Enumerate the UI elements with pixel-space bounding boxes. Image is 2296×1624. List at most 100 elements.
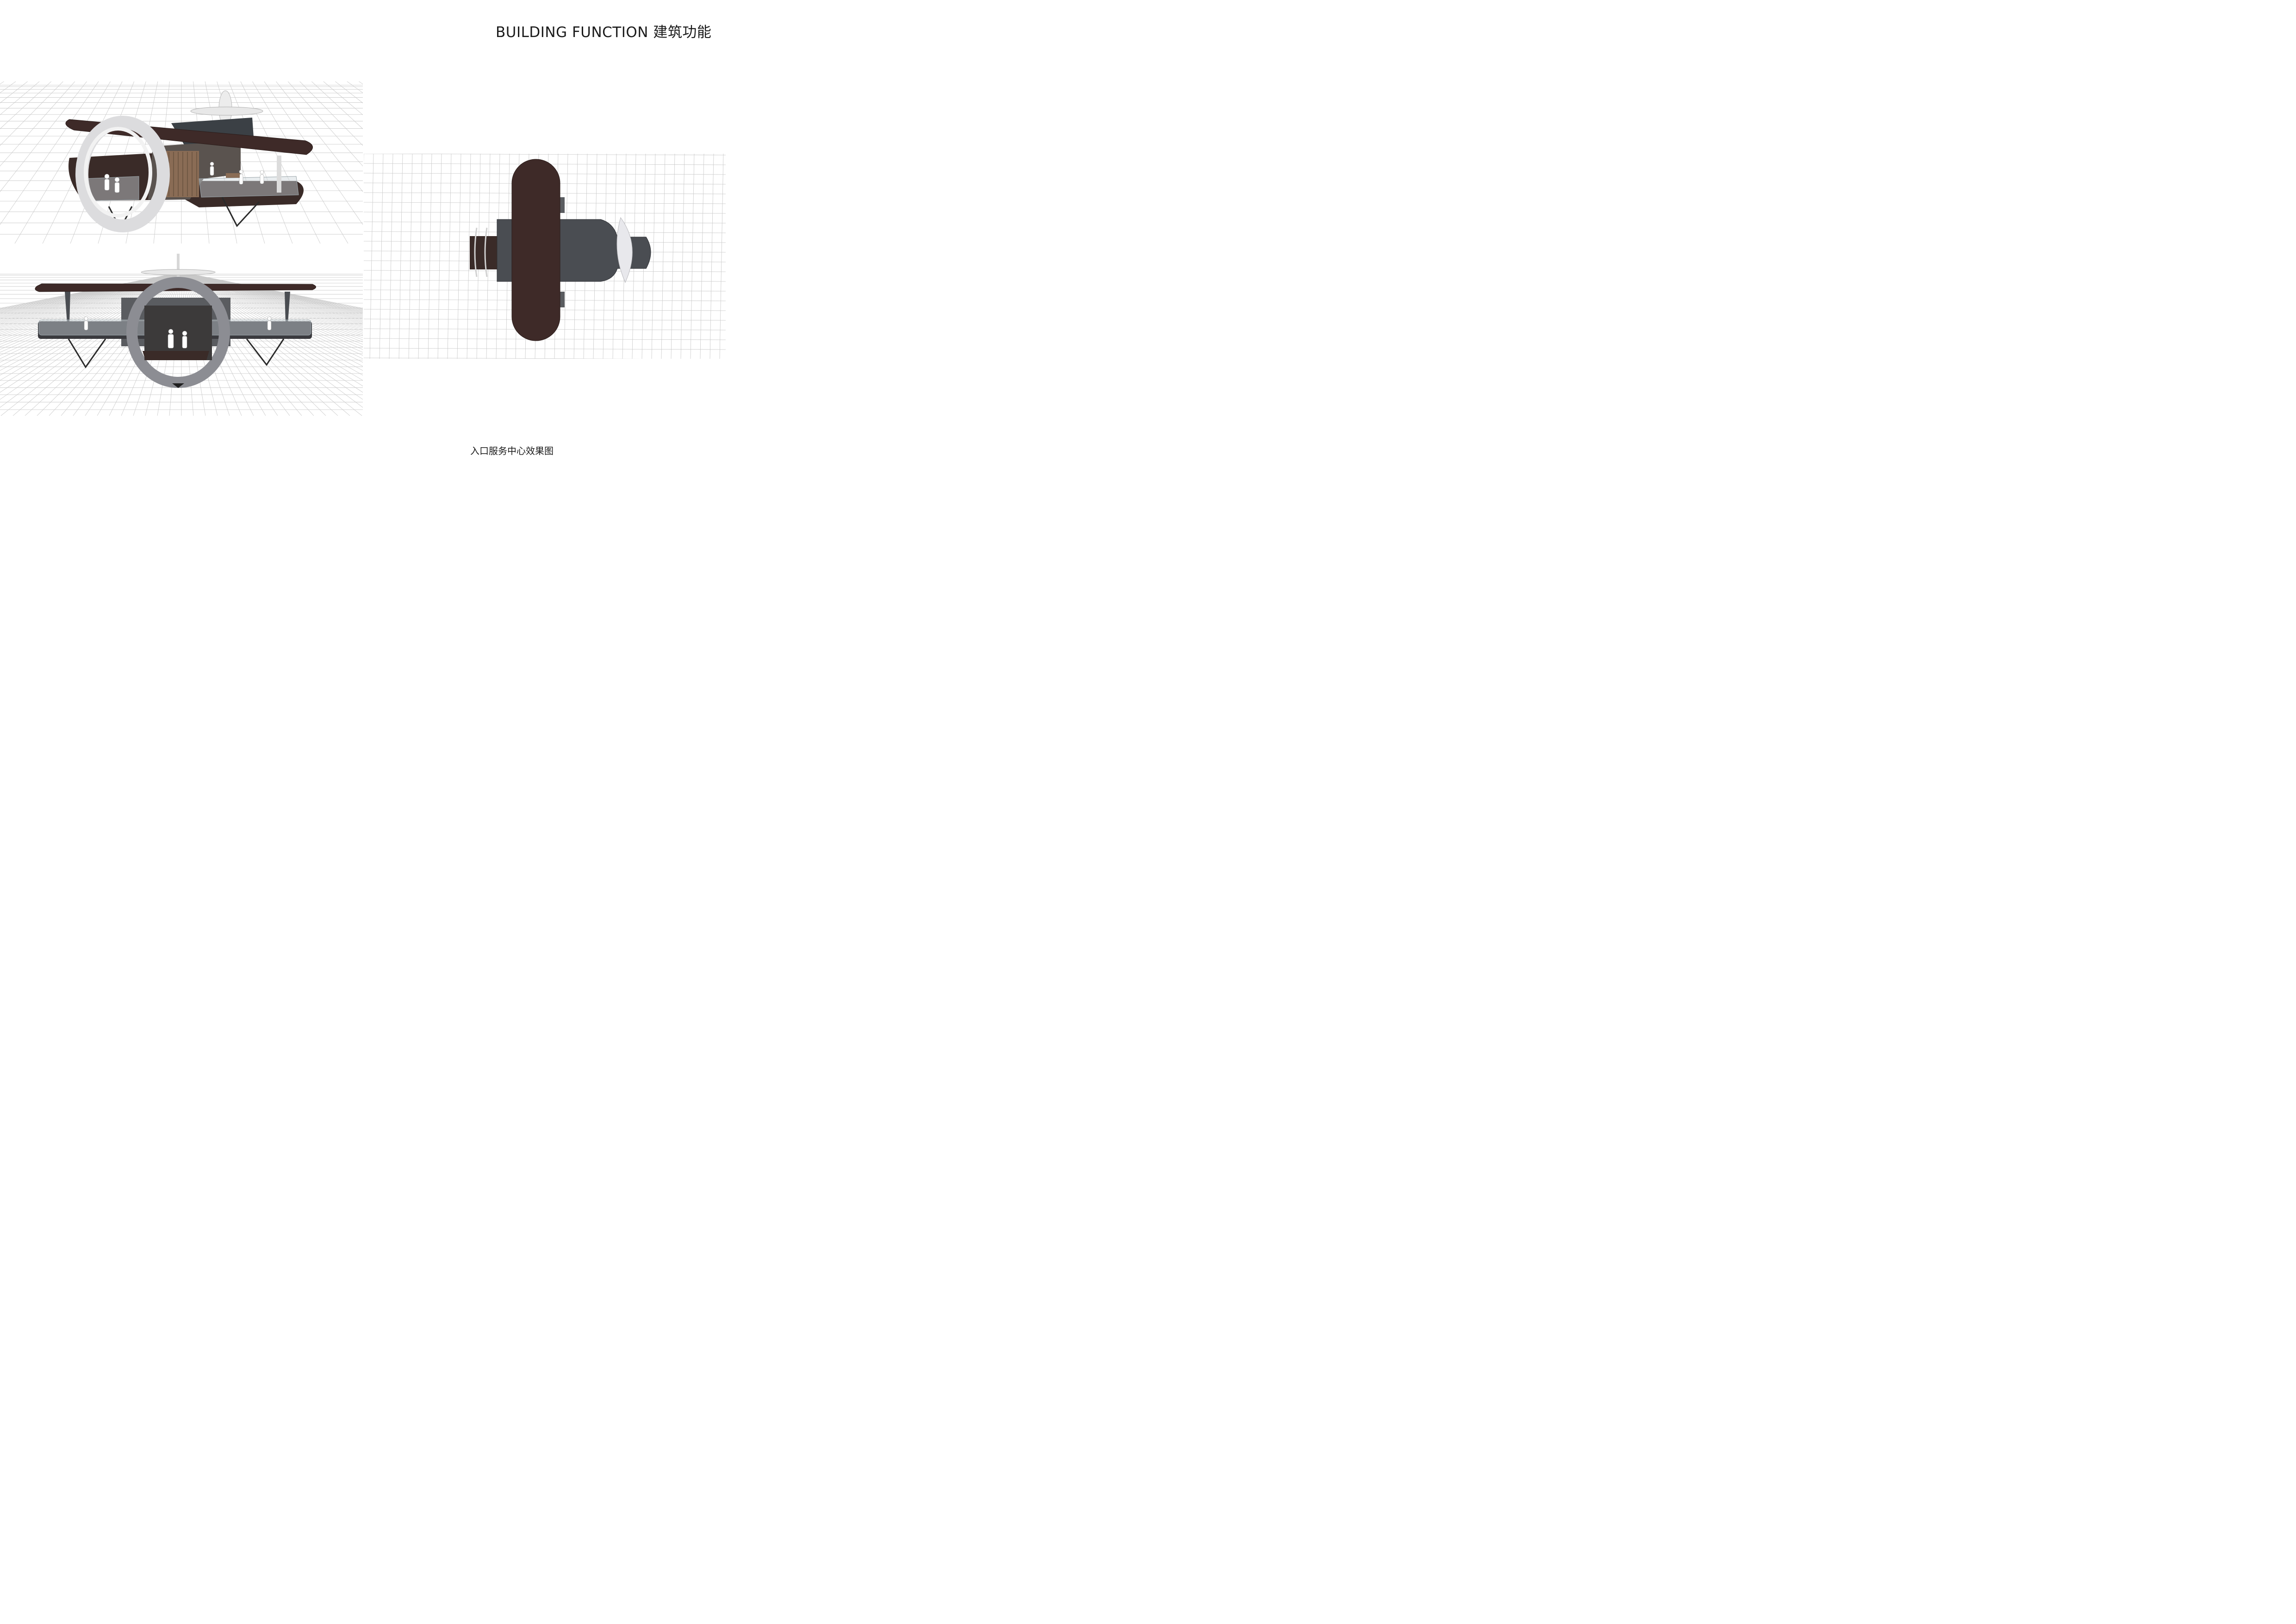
grid-line xyxy=(181,272,363,321)
grid-line xyxy=(0,272,182,325)
front-ring-outer xyxy=(75,116,170,232)
grid-line xyxy=(0,272,182,363)
grid-line xyxy=(364,357,653,359)
grid-line xyxy=(0,81,40,115)
grid-line xyxy=(447,154,452,359)
grid-line xyxy=(181,272,363,316)
page-title: BUILDING FUNCTION 建筑功能 xyxy=(496,24,712,41)
grid-line xyxy=(0,272,182,340)
grid-line xyxy=(335,81,363,104)
grid-line xyxy=(0,272,182,350)
grid-line xyxy=(437,154,442,359)
cafe-tables xyxy=(226,173,240,178)
front-elevation-rendering xyxy=(0,254,363,416)
grid-line xyxy=(0,272,182,331)
grid-line xyxy=(379,154,384,359)
grid-line xyxy=(0,272,182,330)
grid-line xyxy=(252,81,348,244)
grid-line xyxy=(457,154,461,359)
grid-line xyxy=(0,81,63,146)
grid-line xyxy=(398,154,403,359)
people-figures xyxy=(84,316,272,349)
grid-line xyxy=(0,272,182,333)
grid-line xyxy=(181,272,363,367)
grid-line xyxy=(181,272,363,328)
grid-line xyxy=(181,272,363,350)
grid-line xyxy=(181,272,363,343)
people-figures xyxy=(104,162,264,193)
grid-line xyxy=(709,154,714,359)
grid-line xyxy=(181,272,363,356)
top-plan-rendering xyxy=(364,154,726,359)
grid-line xyxy=(700,154,704,359)
grid-line xyxy=(428,154,432,359)
grid-line xyxy=(0,81,28,104)
grid-line xyxy=(42,81,123,244)
grid-line xyxy=(181,272,363,309)
grid-line xyxy=(181,272,363,324)
grid-line xyxy=(0,272,182,359)
tail-blade-horizontal xyxy=(141,269,216,275)
grid-line xyxy=(0,272,182,314)
grid-line xyxy=(408,154,413,359)
grid-line xyxy=(661,154,666,359)
front-ring xyxy=(126,277,230,388)
grid-line xyxy=(37,272,182,416)
grid-line xyxy=(0,272,182,322)
grid-line xyxy=(0,272,182,367)
support-leg-right xyxy=(246,338,285,366)
grid-line xyxy=(364,154,726,156)
grid-line xyxy=(389,154,393,359)
front-ring-inner xyxy=(84,127,152,218)
grid-line xyxy=(651,154,656,359)
grid-line xyxy=(181,272,363,393)
grid-line xyxy=(49,272,182,416)
support-leg-right xyxy=(221,197,260,227)
grid-line xyxy=(181,272,363,331)
grid-line xyxy=(0,272,182,318)
grid-line xyxy=(0,272,182,310)
glass-railing-right xyxy=(199,176,299,198)
grid-line xyxy=(0,272,182,324)
grid-line xyxy=(181,272,363,311)
grid-line xyxy=(181,272,363,363)
grid-line xyxy=(181,272,363,309)
grid-line xyxy=(181,272,363,345)
grid-line xyxy=(287,81,363,167)
grid-line xyxy=(0,272,182,317)
grid-line xyxy=(0,272,182,319)
grid-line xyxy=(323,81,363,115)
grid-line xyxy=(0,272,182,315)
grid-line xyxy=(690,154,695,359)
grid-line xyxy=(0,272,182,334)
grid-line xyxy=(181,272,363,334)
grid-line xyxy=(0,272,182,347)
grid-line xyxy=(181,272,363,347)
grid-line xyxy=(0,272,182,345)
grid-line xyxy=(181,272,363,381)
tail-blade-horizontal xyxy=(190,106,263,116)
perspective-rendering xyxy=(0,81,363,244)
grid-line xyxy=(0,272,182,312)
grid-line xyxy=(0,272,182,312)
grid-line xyxy=(181,272,363,359)
front-balcony xyxy=(143,351,209,360)
grid-line xyxy=(181,272,363,376)
grid-line xyxy=(181,272,363,311)
grid-line xyxy=(181,272,363,312)
caption: 入口服务中心效果图 xyxy=(470,445,554,456)
grid-line xyxy=(181,272,363,371)
wing-column-right xyxy=(285,292,290,323)
grid-line xyxy=(0,272,182,309)
grid-line xyxy=(0,81,52,129)
grid-line xyxy=(0,272,182,321)
ring-keel xyxy=(172,383,184,388)
tail-blade-vertical xyxy=(177,254,180,281)
grid-line xyxy=(0,272,182,371)
grid-line xyxy=(0,81,99,225)
grid-line xyxy=(680,154,685,359)
support-leg-left xyxy=(68,338,106,369)
grid-line xyxy=(181,272,363,325)
nose-propeller xyxy=(616,217,633,283)
grid-line xyxy=(264,81,363,225)
